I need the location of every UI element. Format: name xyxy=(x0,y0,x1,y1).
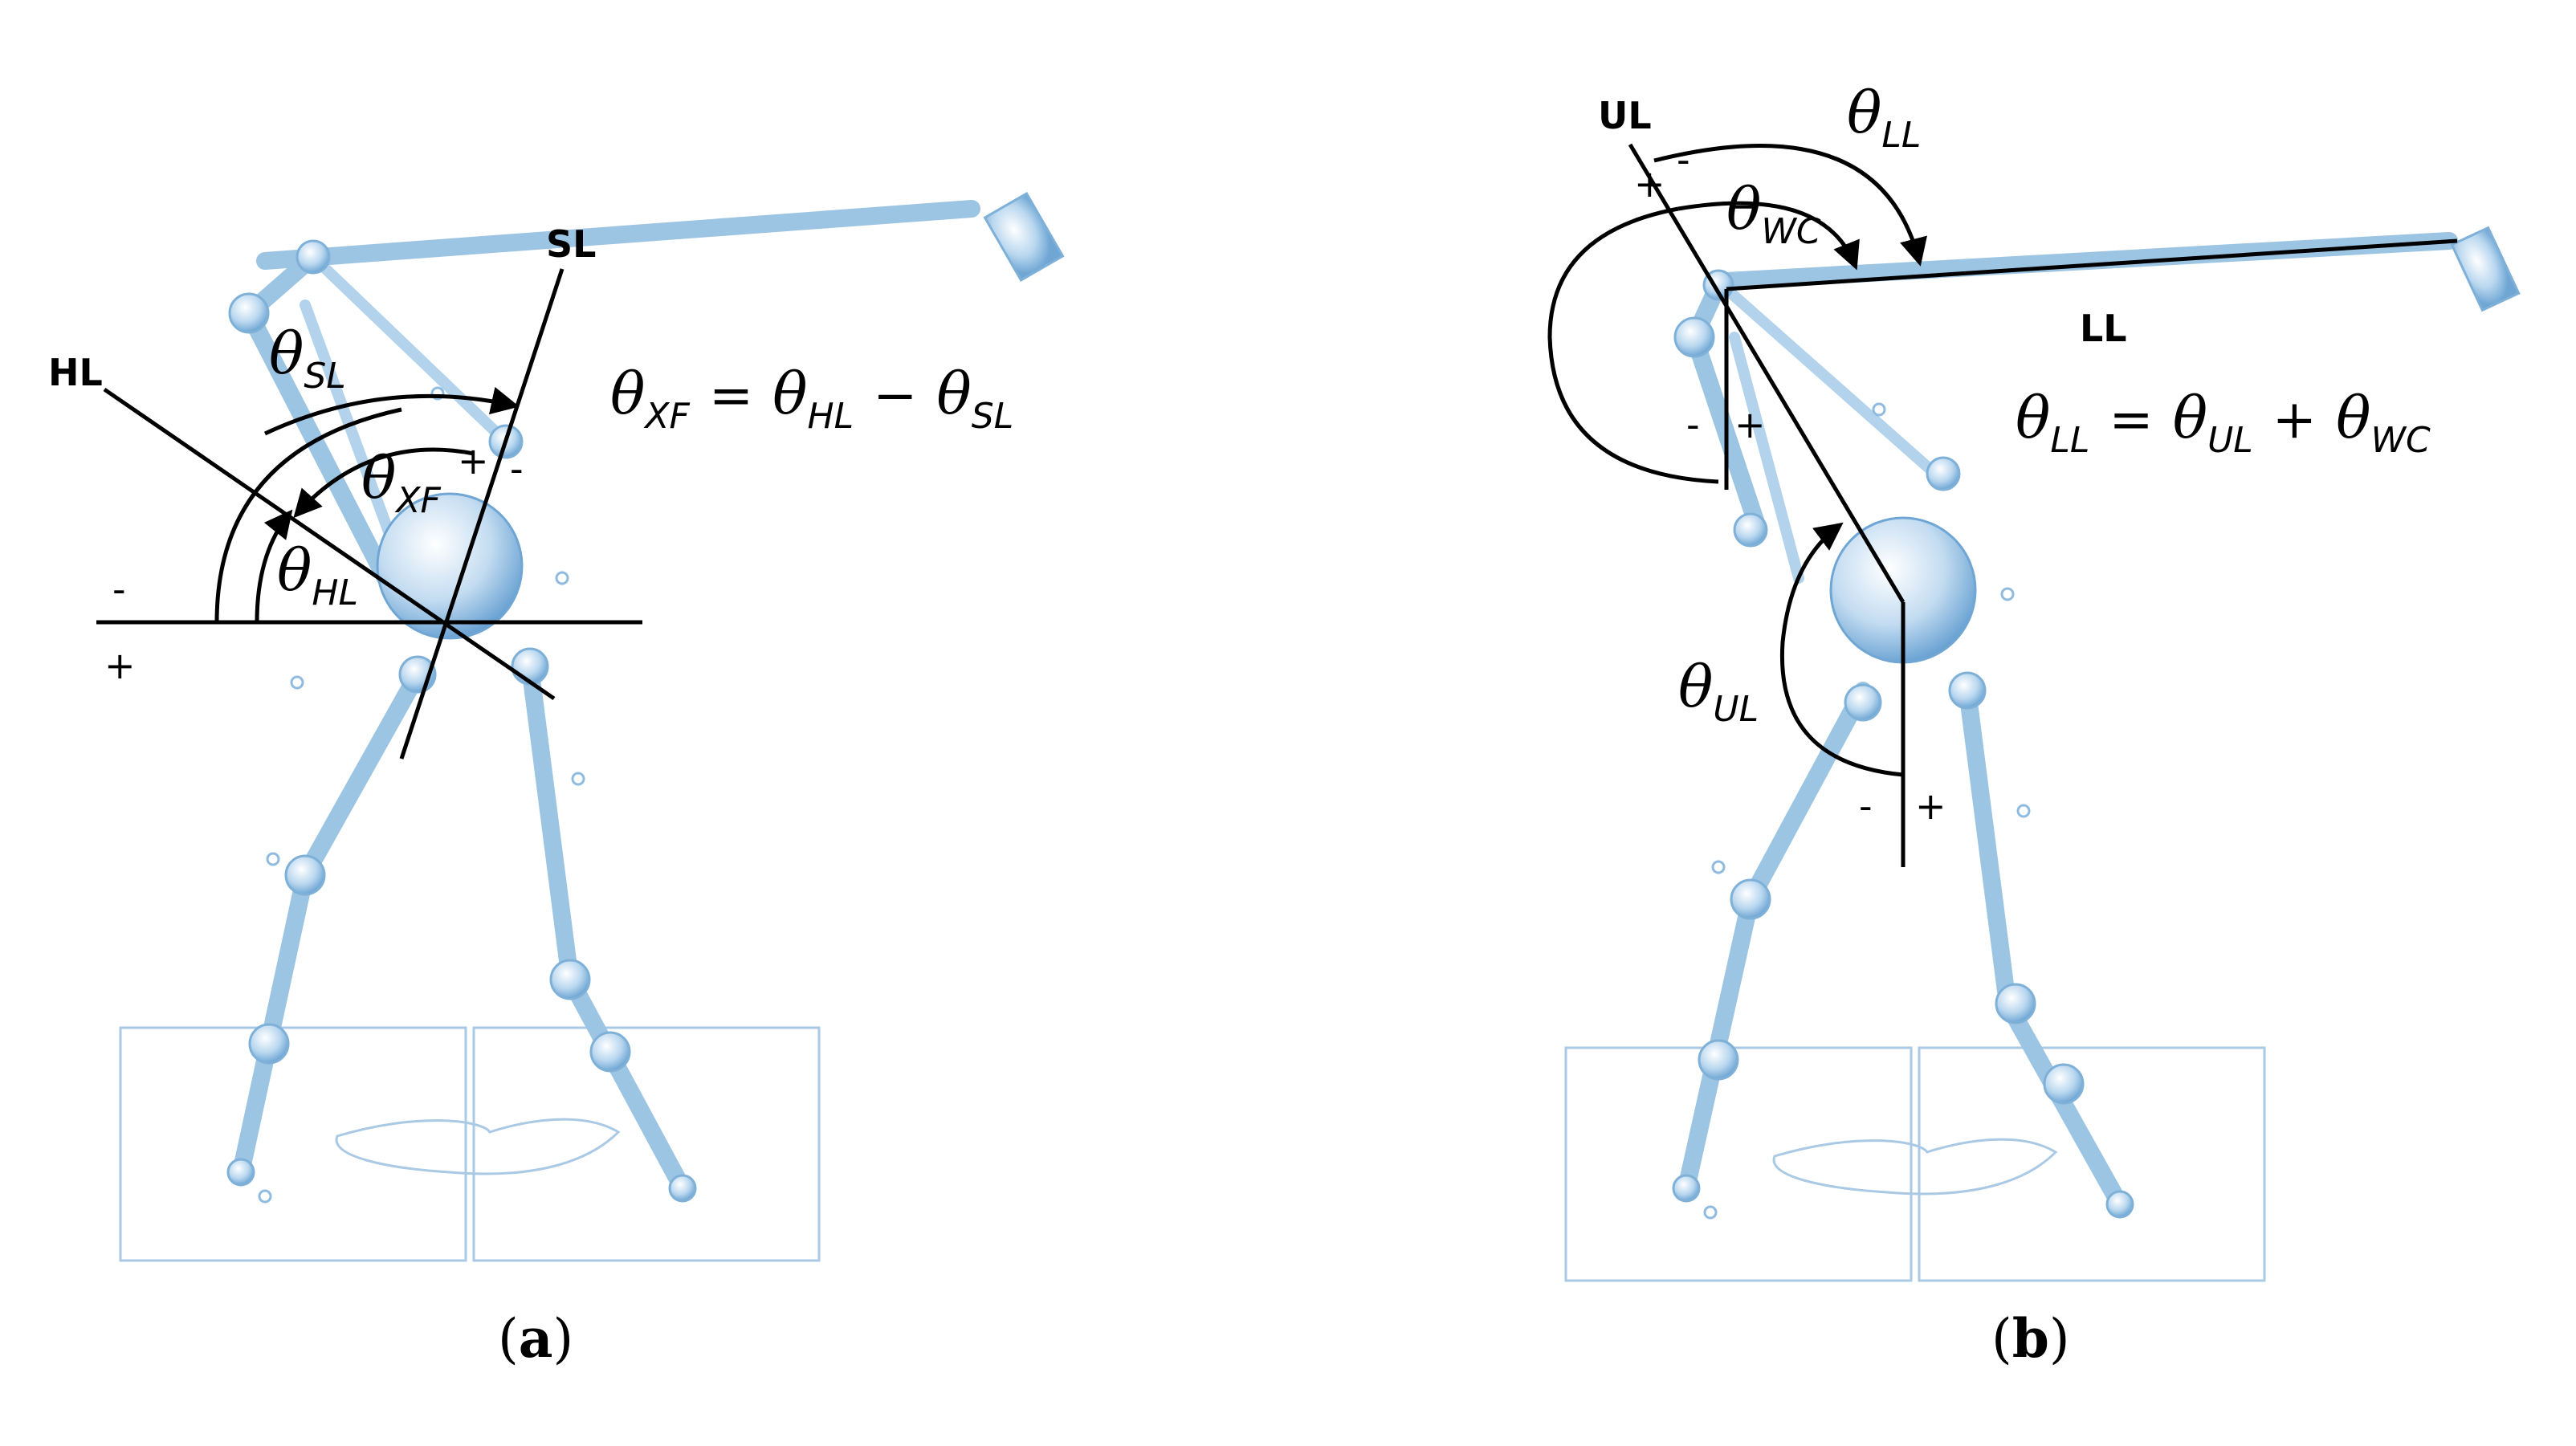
label-ul: UL xyxy=(1598,94,1652,137)
hip-line-hl xyxy=(103,387,556,701)
club-path-b xyxy=(1772,1138,2058,1195)
joint-knee-r-a xyxy=(549,959,591,1000)
marker-dot-a3 xyxy=(290,675,304,690)
equation-a: θXF = θHL − θSL xyxy=(610,360,1013,437)
sign-minus-ul: - xyxy=(1677,138,1690,181)
joint-toe-l-a xyxy=(226,1158,255,1187)
arc-theta-wc xyxy=(1677,201,1860,271)
bone-torso-a xyxy=(240,304,394,587)
joint-hip-r-a xyxy=(511,647,549,686)
joint-hip-l-b xyxy=(1844,683,1882,722)
caption-b: (b) xyxy=(1991,1307,2070,1370)
arc-theta-xf xyxy=(293,447,475,519)
joint-knee-l-a xyxy=(284,854,326,896)
angle-theta-hl: θHL xyxy=(277,536,358,613)
bone-left-thigh-a xyxy=(296,666,426,884)
bone-left-thigh-b xyxy=(1742,682,1872,908)
angle-theta-sl: θSL xyxy=(269,320,346,397)
arc-theta-ll xyxy=(1653,144,1927,267)
arc-theta-ul xyxy=(1779,522,1904,777)
skeleton-a xyxy=(119,191,1065,1262)
joint-toe-r-a xyxy=(668,1174,697,1203)
joint-knee-l-b xyxy=(1730,878,1771,920)
panel-b: UL LL + - - + - + θLL θWC θUL θLL = θUL … xyxy=(1547,79,2521,1370)
shoulder-line-sl xyxy=(399,268,565,760)
bone-club-shaft-a xyxy=(256,200,980,270)
joint-toe-r-b xyxy=(2105,1190,2134,1219)
marker-dot-b4 xyxy=(1711,860,1726,874)
panel-a: HL SL - + + - θSL θXF θHL θXF = θHL − θS… xyxy=(48,191,1065,1370)
marker-dot-b5 xyxy=(1703,1205,1718,1220)
arc-shoulder-circle-b xyxy=(1547,206,1719,484)
joint-ankle-r-b xyxy=(2043,1063,2085,1105)
marker-dot-b3 xyxy=(2016,804,2031,818)
bone-right-thigh-b xyxy=(1958,682,2016,1012)
bone-right-thigh-a xyxy=(521,658,579,988)
angle-theta-wc: θWC xyxy=(1726,175,1821,252)
upper-lever-line-ul xyxy=(1628,143,1906,604)
label-ll: LL xyxy=(2080,307,2127,350)
sign-minus-shoulder-b: - xyxy=(1686,403,1700,446)
bone-forearm-a xyxy=(308,251,512,447)
sign-minus-bottom-b: - xyxy=(1859,784,1873,828)
joint-ankle-l-a xyxy=(248,1023,290,1065)
club-head-a xyxy=(983,191,1065,283)
sign-plus-left-a: + xyxy=(104,644,136,687)
arc-outer-a xyxy=(214,407,402,623)
arc-theta-hl xyxy=(255,509,293,623)
marker-dot-a2 xyxy=(555,571,569,585)
joint-shoulder-a xyxy=(228,292,270,334)
force-plate-left-b xyxy=(1564,1046,1913,1282)
club-path-a xyxy=(335,1118,621,1175)
joint-shoulder-b xyxy=(1673,316,1715,358)
marker-dot-b2 xyxy=(2000,587,2015,601)
sign-plus-sl: + xyxy=(458,439,489,483)
label-hl: HL xyxy=(48,351,103,394)
joint-chest-b xyxy=(1733,512,1768,548)
caption-a: (a) xyxy=(498,1307,573,1370)
joint-knee-r-b xyxy=(1995,983,2036,1024)
lower-lever-line-ll xyxy=(1726,238,2458,291)
force-plate-right-a xyxy=(472,1026,821,1262)
joint-elbow-b xyxy=(1926,456,1961,491)
angle-theta-ul: θUL xyxy=(1678,653,1759,730)
marker-dot-a4 xyxy=(571,772,585,786)
joint-ankle-l-b xyxy=(1698,1039,1739,1081)
force-plate-right-b xyxy=(1918,1046,2266,1282)
force-plate-left-a xyxy=(119,1026,467,1262)
joint-ankle-r-a xyxy=(589,1031,631,1073)
club-head-b xyxy=(2450,226,2521,312)
sign-plus-ul: + xyxy=(1634,162,1665,206)
joint-neck-a xyxy=(296,239,331,275)
marker-dot-a5 xyxy=(266,852,280,866)
angle-theta-xf: θXF xyxy=(361,444,442,521)
marker-dot-a6 xyxy=(258,1189,272,1204)
sign-plus-bottom-b: + xyxy=(1915,784,1946,828)
bone-right-shin-a xyxy=(561,971,691,1197)
angle-theta-ll: θLL xyxy=(1847,79,1921,156)
equation-b: θLL = θUL + θWC xyxy=(2016,384,2431,461)
marker-dot-b1 xyxy=(1872,402,1886,417)
joint-toe-l-b xyxy=(1672,1174,1701,1203)
sign-plus-shoulder-b: + xyxy=(1734,403,1766,446)
sign-minus-sl: - xyxy=(510,447,524,491)
sign-minus-left-a: - xyxy=(112,568,126,611)
label-sl: SL xyxy=(546,222,596,266)
bone-torso2-b xyxy=(1729,332,1804,584)
arc-theta-sl xyxy=(263,386,520,436)
joint-hip-r-b xyxy=(1948,671,1987,710)
bone-forearm-b xyxy=(1721,283,1941,479)
